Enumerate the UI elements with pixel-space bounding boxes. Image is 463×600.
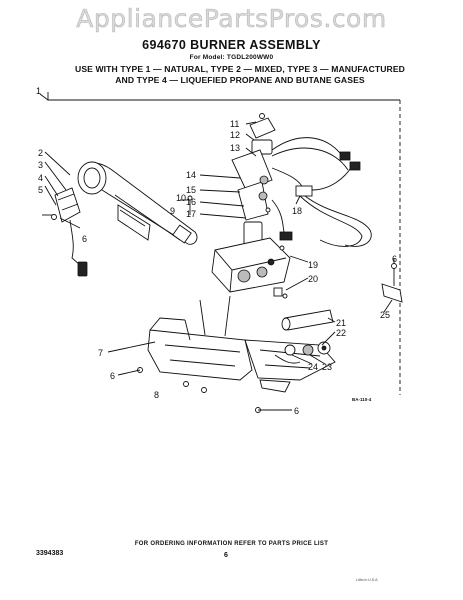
callout-9: 9 xyxy=(170,206,175,216)
callout-6b: 6 xyxy=(110,371,115,381)
wire-harness xyxy=(271,137,372,247)
callout-18: 18 xyxy=(292,206,302,216)
callout-3: 3 xyxy=(38,160,43,170)
usage-note: USE WITH TYPE 1 — NATURAL, TYPE 2 — MIXE… xyxy=(60,64,420,86)
callout-8: 8 xyxy=(154,390,159,400)
page-title: 694670 BURNER ASSEMBLY xyxy=(142,38,321,52)
page-number: 6 xyxy=(224,552,228,559)
callout-13: 13 xyxy=(230,143,240,153)
gas-valve xyxy=(211,237,291,297)
model-line: For Model: TGDL200WW0 xyxy=(189,54,274,61)
callout-5: 5 xyxy=(38,185,43,195)
callout-12: 12 xyxy=(230,130,240,140)
callout-17: 17 xyxy=(186,209,196,219)
callout-11: 11 xyxy=(230,119,239,129)
igniter xyxy=(42,187,88,277)
print-code: Litho in U.S.A. xyxy=(356,578,379,582)
callout-25: 25 xyxy=(380,310,390,320)
drawing-code: BA-110-4 xyxy=(352,397,372,402)
callout-7: 7 xyxy=(98,348,103,358)
callout-6: 6 xyxy=(82,234,87,244)
callout-10: 10 xyxy=(176,193,186,203)
valve-bracket xyxy=(147,295,253,381)
callout-14: 14 xyxy=(186,170,196,180)
frame-leader-1 xyxy=(39,93,49,101)
screws xyxy=(117,113,288,413)
frame-top-line xyxy=(47,92,400,101)
leader-lines xyxy=(44,121,393,411)
callout-21: 21 xyxy=(336,318,346,328)
callout-20: 20 xyxy=(308,274,318,284)
callout-6d: 6 xyxy=(294,406,299,416)
usage-line-1: USE WITH TYPE 1 — NATURAL, TYPE 2 — MIXE… xyxy=(75,64,405,74)
callout-16: 16 xyxy=(186,197,196,207)
burner-tube xyxy=(77,161,198,245)
callout-labels: 1 2 3 4 5 6 7 6 8 9 10 11 12 13 14 15 16… xyxy=(36,86,397,416)
watermark-logo: AppliancePartsPros.com xyxy=(76,4,387,34)
document-number: 3394383 xyxy=(36,550,64,557)
ordering-note: FOR ORDERING INFORMATION REFER TO PARTS … xyxy=(134,541,329,547)
gas-tube xyxy=(281,309,334,356)
bracket-clip xyxy=(381,258,403,303)
callout-15: 15 xyxy=(186,185,196,195)
callout-6c: 6 xyxy=(392,254,397,264)
callout-22: 22 xyxy=(336,328,346,338)
callout-2: 2 xyxy=(38,148,43,158)
sensor-column xyxy=(231,117,276,264)
callout-24: 24 xyxy=(308,362,318,372)
usage-line-2: AND TYPE 4 — LIQUEFIED PROPANE AND BUTAN… xyxy=(115,75,365,85)
callout-4: 4 xyxy=(38,173,43,183)
callout-1: 1 xyxy=(36,86,41,96)
callout-19: 19 xyxy=(308,260,318,270)
callout-23: 23 xyxy=(322,362,332,372)
